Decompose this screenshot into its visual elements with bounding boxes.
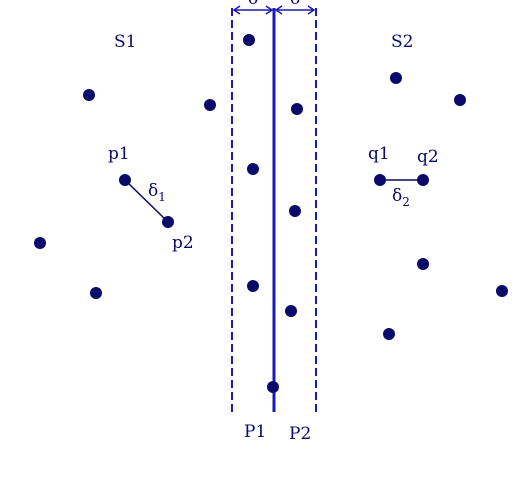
point [83, 89, 95, 101]
point [390, 72, 402, 84]
point [383, 328, 395, 340]
point [417, 258, 429, 270]
label-q2: q2 [417, 147, 439, 167]
point [204, 99, 216, 111]
point-q1 [374, 174, 386, 186]
label-p2: p2 [172, 233, 194, 253]
point [289, 205, 301, 217]
label-p1: p1 [108, 144, 130, 164]
width-label-right: δ [290, 0, 300, 9]
point [247, 163, 259, 175]
point [90, 287, 102, 299]
label-delta2: δ2 [392, 186, 410, 209]
width-arrow-right [274, 5, 316, 15]
point [454, 94, 466, 106]
point [34, 237, 46, 249]
point [496, 285, 508, 297]
point [243, 34, 255, 46]
point [291, 103, 303, 115]
segment-p1-p2 [124, 179, 169, 223]
delta2-symbol: δ [392, 186, 402, 206]
strip-label-p2: P2 [289, 424, 311, 444]
width-label-left: δ [248, 0, 258, 9]
point [285, 305, 297, 317]
delta2-subscript: 2 [402, 195, 410, 209]
label-delta1: δ1 [148, 181, 166, 204]
set-label-s1: S1 [114, 32, 136, 52]
label-q1: q1 [368, 144, 390, 164]
set-label-s2: S2 [391, 32, 413, 52]
point-p2 [162, 216, 174, 228]
width-arrow-left [232, 5, 274, 15]
point [247, 280, 259, 292]
delta1-subscript: 1 [158, 190, 166, 204]
point-p1 [119, 174, 131, 186]
point [267, 381, 279, 393]
point-q2 [417, 174, 429, 186]
delta1-symbol: δ [148, 181, 158, 201]
strip-label-p1: P1 [244, 422, 266, 442]
